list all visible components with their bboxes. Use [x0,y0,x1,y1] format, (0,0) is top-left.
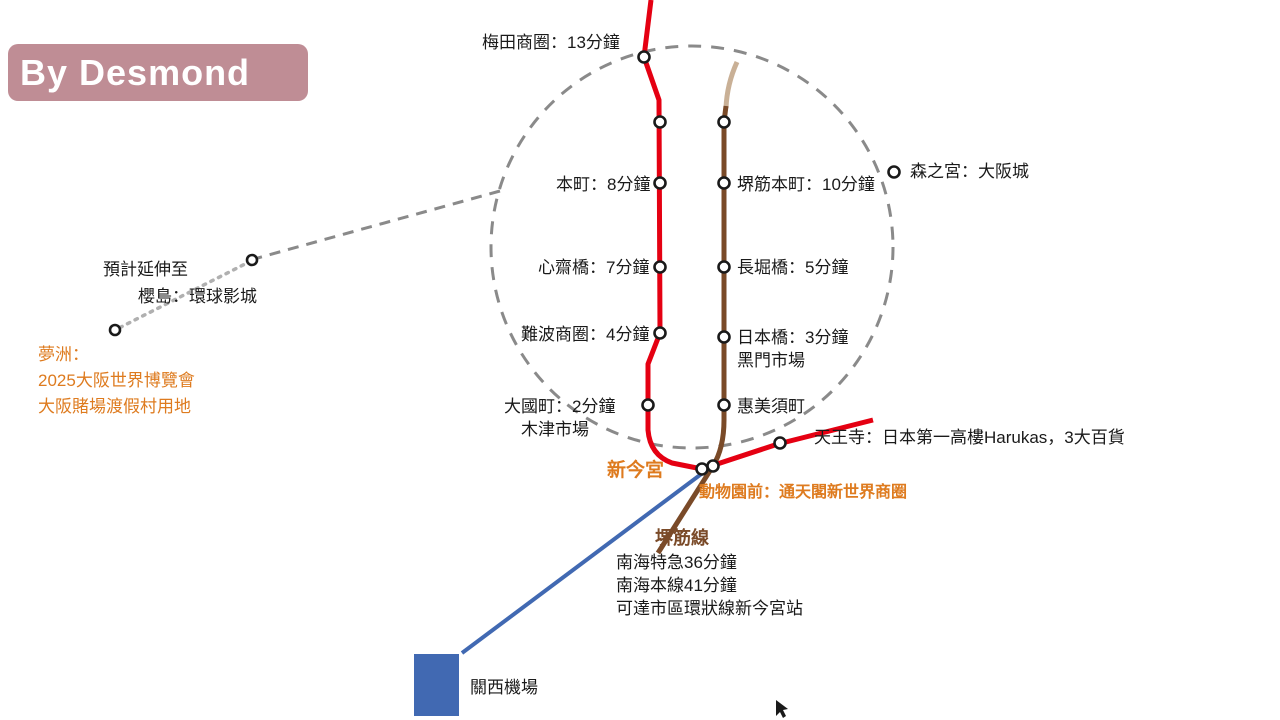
station-dot-ebisucho [717,398,731,412]
label-shinimamiya: 新今宮 [607,460,665,481]
nankai-line [460,470,706,655]
kansai-airport-block [414,654,459,716]
station-dot-shinimamiya [695,462,709,476]
label-nagahoribashi: 長堀橋：5分鐘 [737,258,849,277]
label-morinomiya: 森之宮：大阪城 [910,162,1029,181]
label-dobutsuenmae: 動物園前：通天閣新世界商圈 [699,484,908,501]
watermark-text: By Desmond [20,51,251,93]
label-daikokucho: 大國町：2分鐘 [504,397,616,416]
station-dot-daikokucho [641,398,655,412]
station-dot-dobutsuenmae [706,459,720,473]
station-dot-sakurajima [245,253,259,267]
label-kizu-market: 木津市場 [521,420,589,439]
label-umeda: 梅田商圈：13分鐘 [482,33,620,52]
label-yumeshima-3: 大阪賭場渡假村用地 [38,397,191,416]
label-nankai-main: 南海本線41分鐘 [616,576,737,595]
yumeshima-dotted-line [115,259,253,331]
label-nipponbashi: 日本橋：3分鐘 [737,328,849,347]
station-dot-tennoji [773,436,787,450]
label-kuromon-market: 黑門市場 [737,351,805,370]
station-dot-morinomiya [887,165,901,179]
label-extension-note: 預計延伸至 [103,260,188,279]
label-tennoji: 天王寺：日本第一高樓Harukas，3大百貨 [814,428,1125,447]
sakurajima-dashed-line [253,189,501,261]
station-dot-namba [653,326,667,340]
station-dot-sakaisuji-hommachi [717,176,731,190]
station-dot-midosuji-1 [653,115,667,129]
label-sakaisuji-line: 堺筋線 [655,528,709,548]
station-dot-umeda [637,50,651,64]
label-sakurajima: 櫻島：環球影城 [138,287,257,306]
city-loop-circle [489,44,895,450]
label-loop-note: 可達市區環狀線新今宮站 [616,599,803,618]
label-hommachi: 本町：8分鐘 [556,175,651,194]
station-dot-sakaisuji-1 [717,115,731,129]
label-yumeshima-2: 2025大阪世界博覽會 [38,371,195,390]
label-nankai-express: 南海特急36分鐘 [616,553,737,572]
station-dot-shinsaibashi [653,260,667,274]
label-shinsaibashi: 心齋橋：7分鐘 [538,258,650,277]
watermark-badge: By Desmond [8,44,308,101]
mouse-cursor-icon [776,700,788,718]
station-dot-nipponbashi [717,330,731,344]
label-namba: 難波商圈：4分鐘 [521,325,650,344]
label-sakaisuji-hommachi: 堺筋本町：10分鐘 [737,175,875,194]
label-yumeshima-1: 夢洲： [38,345,89,364]
sakaisuji-line-fade [723,60,740,109]
station-dot-nagahoribashi [717,260,731,274]
station-dot-yumeshima [108,323,122,337]
label-ebisucho: 惠美須町 [737,397,805,416]
label-kansai-airport: 關西機場 [470,678,538,697]
station-dot-hommachi [653,176,667,190]
